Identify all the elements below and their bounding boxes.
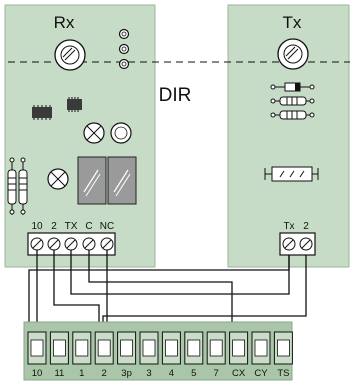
strip-terminal [72, 331, 92, 365]
strip-terminal-label: 1 [79, 368, 84, 379]
strip-terminal-label: 2 [102, 368, 107, 379]
receiver-resistor-icon [7, 157, 28, 215]
tx-terminal-label: 2 [303, 221, 309, 232]
relay-icon [77, 156, 137, 205]
strip-terminal [27, 331, 47, 365]
strip-terminal-label: 3p [121, 368, 132, 379]
strip-terminal-label: TS [277, 368, 289, 379]
strip-terminal-label: 11 [54, 368, 64, 379]
rx-terminal-label: 10 [31, 221, 43, 232]
transmitter-lens-icon [277, 38, 309, 70]
strip-terminal [184, 331, 204, 365]
strip-terminal-label: 3 [146, 368, 151, 379]
strip-terminal [273, 331, 293, 365]
strip-terminal-label: CX [232, 368, 246, 379]
receiver-lens-icon [54, 39, 86, 71]
receiver-led-icon [118, 28, 130, 70]
rx-terminal-label: 2 [51, 221, 57, 232]
receiver-sensitivity-trimmer-icon [47, 168, 69, 190]
strip-terminal-label: 4 [169, 368, 174, 379]
mode-label: DIR [159, 85, 192, 106]
strip-terminal-label: CY [254, 368, 268, 379]
tx-terminal-label: Tx [283, 221, 294, 232]
rx-terminal-label: NC [100, 221, 114, 232]
strip-terminal [139, 331, 159, 365]
strip-terminal-label: 7 [214, 368, 219, 379]
transmitter-jumper-icon [264, 166, 319, 182]
strip-terminal-label: 10 [32, 368, 43, 379]
transmitter-terminal-block [279, 232, 316, 256]
strip-terminal [49, 331, 69, 365]
transmitter-title: Tx [283, 13, 302, 32]
rx-terminal-label: C [85, 221, 92, 232]
receiver-trimmer-icon [83, 122, 132, 144]
receiver-title: Rx [54, 13, 75, 32]
strip-terminal-label: 5 [191, 368, 196, 379]
terminal-strip-terminals [27, 331, 293, 365]
strip-terminal [94, 331, 114, 365]
strip-terminal [117, 331, 137, 365]
strip-terminal [161, 331, 181, 365]
receiver-chip-icon [32, 97, 82, 120]
transmitter-resistor-icon [270, 82, 315, 120]
strip-terminal [206, 331, 226, 365]
strip-terminal [229, 331, 249, 365]
receiver-terminal-block [27, 232, 116, 256]
strip-terminal [251, 331, 271, 365]
rx-terminal-label: TX [65, 221, 78, 232]
